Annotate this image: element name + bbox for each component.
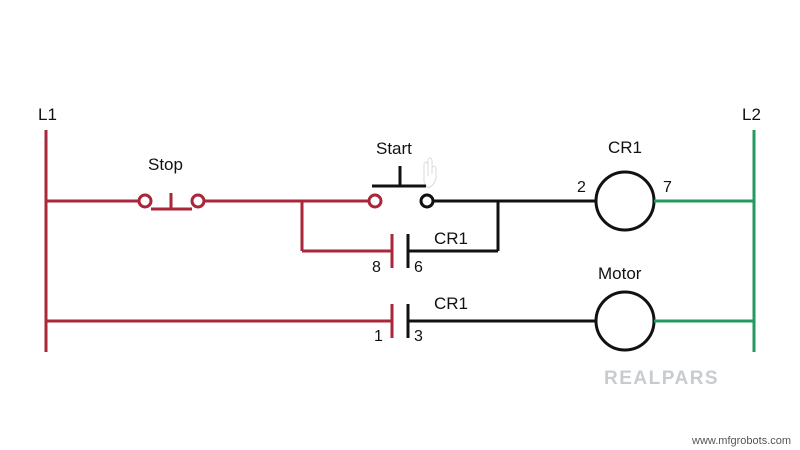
motor-contact-label: CR1 (434, 294, 468, 313)
credit-text: www.mfgrobots.com (691, 435, 791, 447)
cr1-coil (594, 170, 656, 232)
stop-terminal-right (190, 193, 206, 209)
seal-contact-terminal-8: 8 (372, 259, 381, 276)
start-label: Start (376, 139, 412, 158)
hand-icon (423, 157, 437, 189)
start-terminal-left (367, 193, 383, 209)
rail-label-l2: L2 (742, 105, 761, 124)
motor-contact-terminal-3: 3 (414, 328, 423, 345)
realpars-logo: REALPARS (604, 368, 719, 389)
cr1-coil-label: CR1 (608, 138, 642, 157)
seal-contact-terminal-6: 6 (414, 259, 423, 276)
start-terminal-right (419, 193, 435, 209)
cr1-coil-terminal-2: 2 (577, 179, 586, 196)
stop-terminal-left (137, 193, 153, 209)
rung-2-seal-in: CR1 8 6 (300, 201, 500, 276)
motor-contact-terminal-1: 1 (374, 328, 383, 345)
cr1-coil-terminal-7: 7 (663, 179, 672, 196)
rung-1: Stop Start CR1 2 7 (46, 138, 754, 232)
seal-contact-label: CR1 (434, 229, 468, 248)
stop-pushbutton (137, 193, 206, 211)
rail-label-l1: L1 (38, 105, 57, 124)
rung-3-motor: CR1 1 3 Motor (46, 264, 754, 352)
start-pushbutton (367, 157, 437, 209)
cr1-seal-contact (390, 234, 410, 268)
motor-label: Motor (598, 264, 642, 283)
motor (594, 290, 656, 352)
cr1-motor-contact (390, 304, 410, 338)
stop-label: Stop (148, 155, 183, 174)
